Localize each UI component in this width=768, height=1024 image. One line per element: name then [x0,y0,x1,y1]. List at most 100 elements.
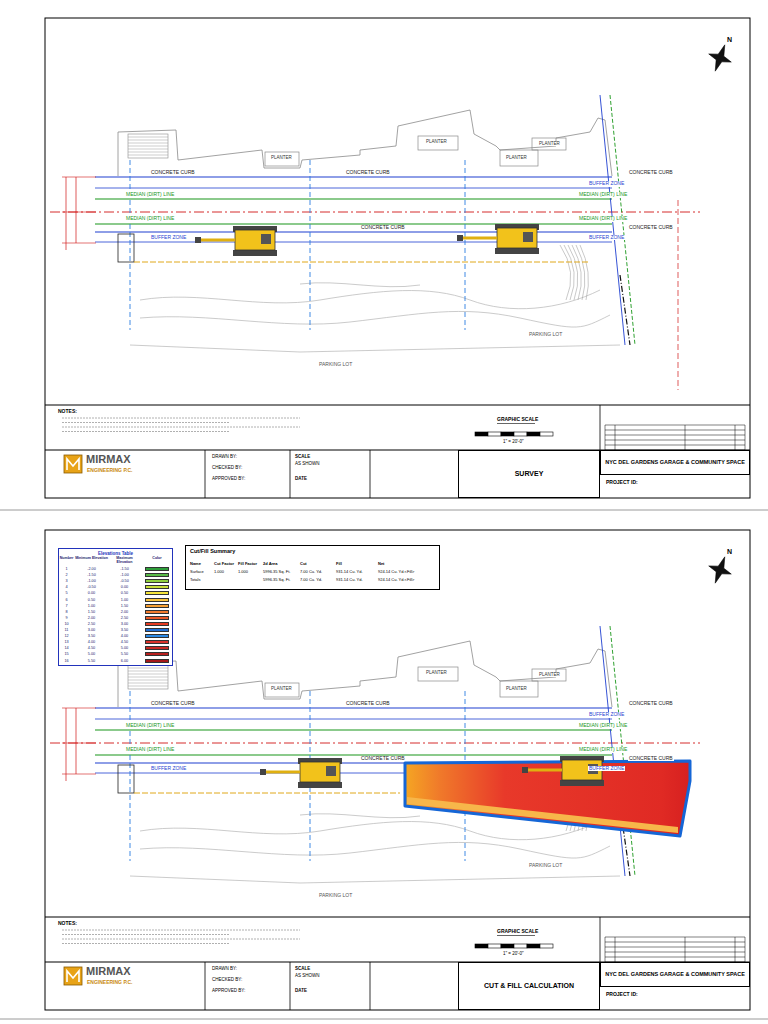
table-header: Color [141,557,173,561]
plan-label: PARKING LOT [318,893,353,899]
revision-grid [605,440,745,441]
revision-grid [605,952,745,953]
contour-line [568,245,578,300]
revision-grid [745,937,746,962]
legend-swatch [145,628,169,632]
dimension-tick [62,177,96,178]
equipment-box [118,765,134,793]
elevation-value: 3.50 [75,634,108,638]
title-block-text: PROJECT ID: [606,992,638,998]
legend-number: 10 [58,622,75,626]
table-header: Net [378,562,384,566]
table-cell: 5996.35 Sq. Ft. [263,578,290,582]
boundary-line [620,275,630,345]
title-block-text: NOTES: [58,409,77,415]
legend-number: 12 [58,634,75,638]
planter-outline [532,669,566,681]
plan-label: MEDIAN (DIRT) LINE [578,192,628,198]
title-block-text: MIRMAX [86,965,131,977]
plan-label: PLANTER [505,156,528,161]
elevation-value: 3.00 [75,628,108,632]
elevation-value: 2.50 [108,616,141,620]
buffer-line [95,719,612,720]
table-cell: 924.14 Cu. Yd.<Fill> [378,570,414,574]
excavator-bucket [457,235,463,241]
track-path [134,793,400,794]
plan-label: CONCRETE CURB [150,701,196,707]
elevation-value: 1.50 [108,604,141,608]
table-cell: 931.14 Cu. Yd. [336,578,363,582]
title-block-text: 1" = 20'-0" [503,440,524,445]
median-line [95,754,612,755]
revision-grid [685,937,686,962]
elevation-value: 0.00 [108,585,141,589]
elevation-value: 0.00 [75,591,108,595]
excavator-arm [266,771,300,774]
revision-grid [605,425,745,426]
table-header: Minimum Elevation [75,557,108,561]
table-header: Maximum Elevation [108,557,141,565]
elevation-value: -2.00 [75,567,108,571]
legend-swatch [145,579,169,583]
heatmap-edge-band [407,797,678,833]
excavator-bucket [522,767,528,773]
plan-label: CONCRETE CURB [345,701,391,707]
dimension-line [66,708,67,781]
scale-bar [514,944,527,948]
note-text-line [62,930,300,931]
legend-number: 4 [58,585,75,589]
excavator-track [233,250,277,256]
elevation-value: 3.50 [108,628,141,632]
plan-label: BUFFER ZONE [150,235,187,241]
logo-mark [67,459,79,470]
contour-line [300,283,420,287]
plan-label: MEDIAN (DIRT) LINE [578,723,628,729]
title-cell-line [205,450,206,498]
sheet-frame [45,530,750,1010]
node-title: CUT & FILL CALCULATION [484,982,574,990]
stair-tread [128,149,168,150]
revision-grid [615,937,616,962]
title-block-text: AS SHOWN [295,462,320,467]
plan-label: PLANTER [425,140,448,145]
planter-outline [500,150,538,166]
legend-swatch [145,567,169,571]
stair-tread [128,155,168,156]
elevation-value: 2.50 [75,622,108,626]
revision-grid [605,937,606,962]
stairs [128,665,168,689]
elevation-value: -0.50 [108,579,141,583]
excavator-cab [261,234,271,244]
curb-line [95,707,612,708]
median-line [95,729,612,730]
note-text-line [62,422,230,423]
table-cell: 931.14 Cu. Yd. [336,570,363,574]
elevation-value: -1.50 [75,573,108,577]
logo-mark [67,971,79,982]
revision-grid [735,937,736,962]
plan-label: BUFFER ZONE [588,235,625,241]
planter-outline [500,681,538,697]
title-block-text: AS SHOWN [295,974,320,979]
excavator-arm [463,237,497,240]
table-header: Fill Factor [238,562,257,566]
elevation-value: 5.50 [108,652,141,656]
title-block-text: ENGINEERING P.C. [87,980,132,986]
elevation-value: 1.00 [75,604,108,608]
track-path [134,262,590,263]
plan-label: BUFFER ZONE [588,766,625,772]
plan-label: CONCRETE CURB [345,170,391,176]
title-block-text: DRAWN BY: [212,455,237,460]
dimension-tick [62,708,96,709]
plan-label: PARKING LOT [528,863,563,869]
title-block-text: GRAPHIC SCALE [497,929,538,935]
excavator-body [300,762,340,782]
dimension-tick [62,774,96,775]
scale-underline [497,423,535,424]
legend-swatch [145,604,169,608]
note-text-line [62,939,300,940]
dimension-line [76,177,77,243]
elevation-value: 6.00 [108,659,141,663]
stair-tread [128,671,168,672]
